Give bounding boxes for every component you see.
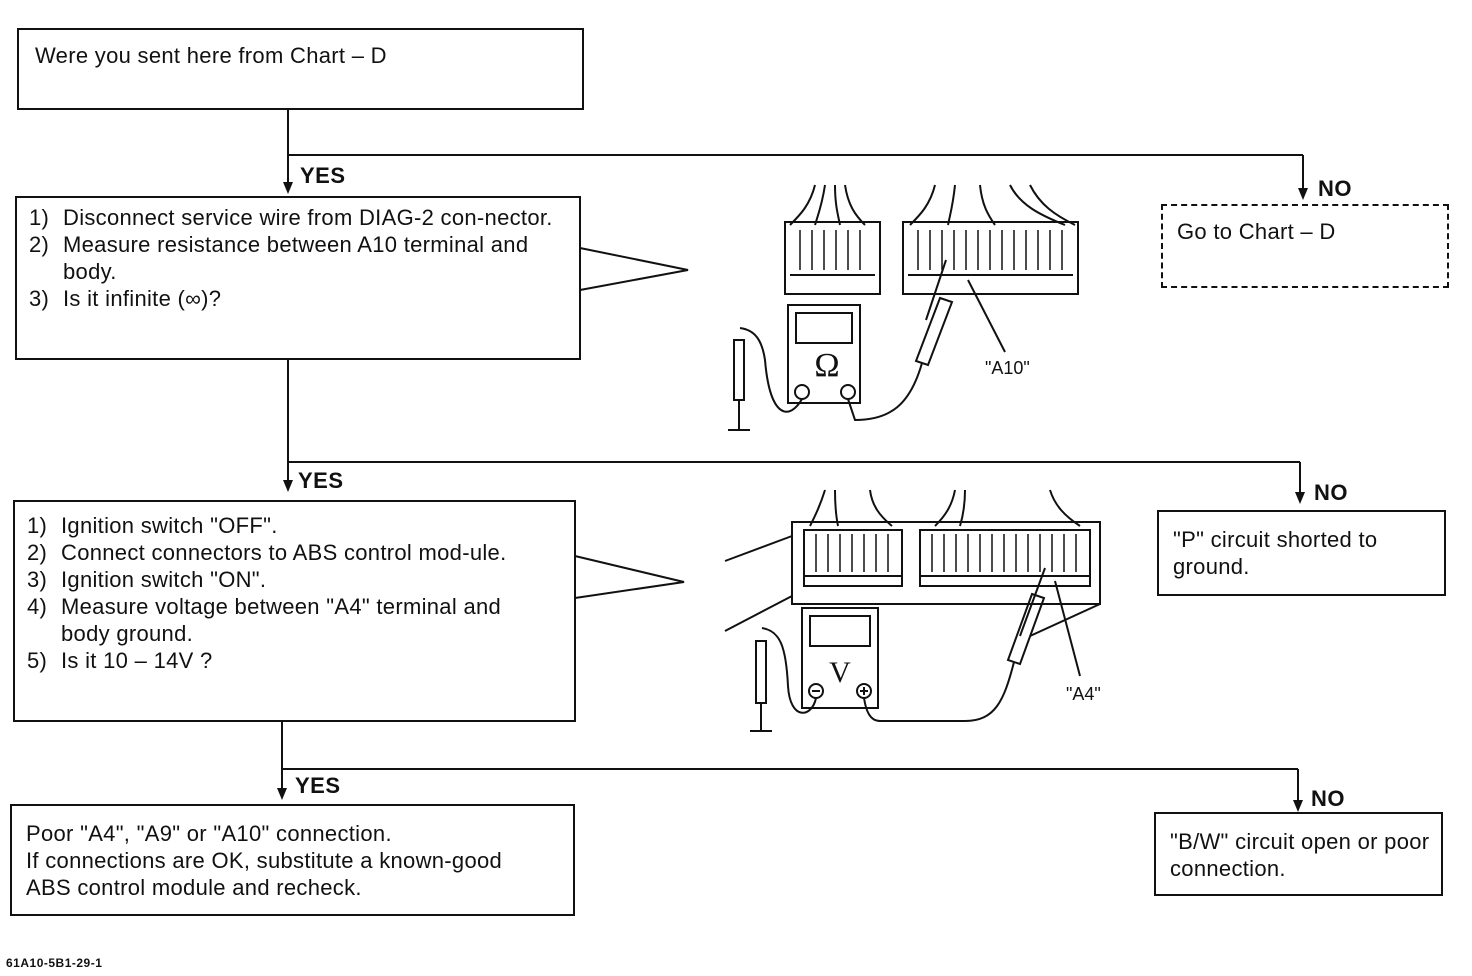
terminal-a10-label: "A10" <box>985 358 1030 378</box>
final-yes-box: Poor "A4", "A9" or "A10" connection. If … <box>10 804 575 916</box>
final-no-text: "B/W" circuit open or poor connection. <box>1170 829 1430 881</box>
goto-chart-d-text: Go to Chart – D <box>1177 219 1336 244</box>
step1-item-3: 3)Is it infinite (∞)? <box>29 286 222 311</box>
svg-text:Ω: Ω <box>814 347 839 384</box>
final-yes-line1: Poor "A4", "A9" or "A10" connection. <box>26 821 392 846</box>
final-no-box: "B/W" circuit open or poor connection. <box>1154 812 1443 896</box>
final-yes-line2: If connections are OK, substitute a know… <box>26 848 503 900</box>
step2-item-2: 2)Connect connectors to ABS control mod-… <box>27 540 507 565</box>
step1-item-2: 2)Measure resistance between A10 termina… <box>29 232 529 284</box>
voltmeter-connector-illustration: V <box>724 489 1101 732</box>
p-circuit-short-box: "P" circuit shorted to ground. <box>1157 510 1446 596</box>
step2-item-1: 1)Ignition switch "OFF". <box>27 513 278 538</box>
no-label-2: NO <box>1314 480 1348 505</box>
yes-label-2: YES <box>298 468 344 493</box>
terminal-a4-label: "A4" <box>1066 684 1101 704</box>
no-label-3: NO <box>1311 786 1345 811</box>
step2-item-3: 3)Ignition switch "ON". <box>27 567 267 592</box>
no-label-1: NO <box>1318 176 1352 201</box>
step1-list: 1)Disconnect service wire from DIAG-2 co… <box>17 204 579 312</box>
goto-chart-d-box: Go to Chart – D <box>1161 204 1449 288</box>
step1-item-1: 1)Disconnect service wire from DIAG-2 co… <box>29 205 553 230</box>
yes-label-3: YES <box>295 773 341 798</box>
yes-label-1: YES <box>300 163 346 188</box>
step2-list: 1)Ignition switch "OFF". 2)Connect conne… <box>15 512 574 674</box>
step1-box: 1)Disconnect service wire from DIAG-2 co… <box>15 196 581 360</box>
step2-box: 1)Ignition switch "OFF". 2)Connect conne… <box>13 500 576 722</box>
p-circuit-short-text: "P" circuit shorted to ground. <box>1173 527 1378 579</box>
start-question-text: Were you sent here from Chart – D <box>35 43 387 68</box>
step2-item-4: 4)Measure voltage between "A4" terminal … <box>27 594 502 646</box>
start-question-box: Were you sent here from Chart – D <box>17 28 584 110</box>
svg-text:V: V <box>829 656 851 689</box>
ohmmeter-connector-illustration: Ω <box>728 184 1079 431</box>
step2-item-5: 5)Is it 10 – 14V ? <box>27 648 213 673</box>
figure-code: 61A10-5B1-29-1 <box>6 956 103 970</box>
